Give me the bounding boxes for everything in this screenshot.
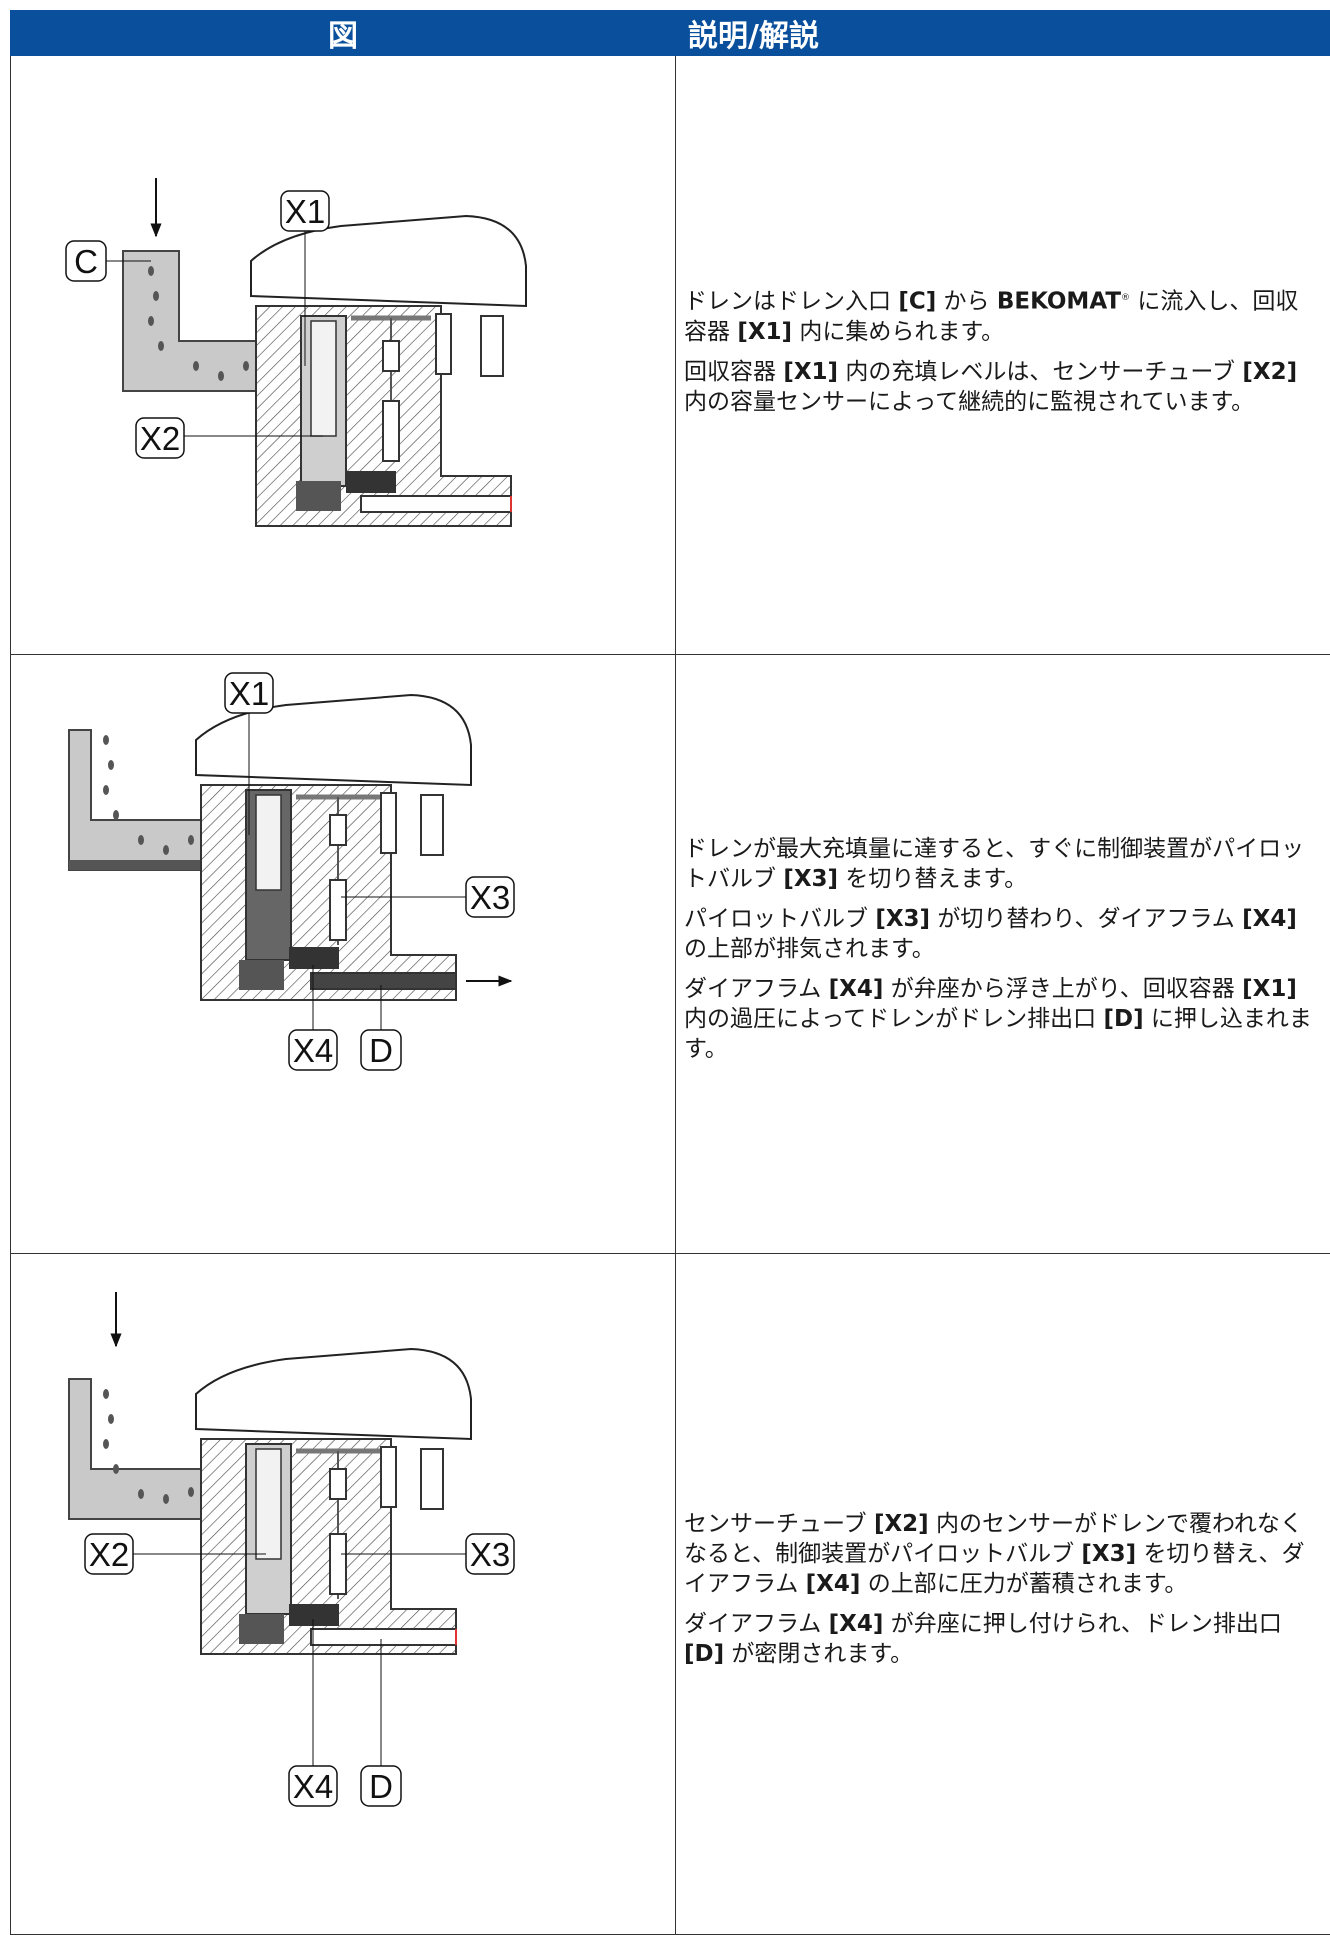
figure-cell: X1 X3 X4 D (11, 655, 676, 1254)
figure-cell: C X1 X2 (11, 56, 676, 655)
label-d: D (369, 1768, 393, 1805)
header-figure: 図 (11, 11, 676, 56)
description-cell: センサーチューブ [X2] 内のセンサーがドレンで覆われなくなると、制御装置がパ… (676, 1254, 1330, 1935)
drain-outlet (311, 973, 456, 989)
control-housing (196, 1349, 471, 1439)
table-row: X2 X3 X4 D センサーチューブ [X2] 内のセンサーがドレンで覆われな… (11, 1254, 1330, 1935)
description-paragraph: 回収容器 [X1] 内の充填レベルは、センサーチューブ [X2] 内の容量センサ… (684, 357, 1320, 417)
table-header-row: 図 説明/解説 (11, 11, 1330, 56)
description-paragraph: ドレンが最大充填量に達すると、すぐに制御装置がパイロットバルブ [X3] を切り… (684, 834, 1320, 894)
label-d: D (369, 1032, 393, 1069)
label-x1: X1 (285, 193, 325, 230)
description-cell: ドレンはドレン入口 [C] から BEKOMAT® に流入し、回収容器 [X1]… (676, 56, 1330, 655)
description-paragraph: ダイアフラム [X4] が弁座に押し付けられ、ドレン排出口 [D] が密閉されま… (684, 1609, 1320, 1669)
label-x3: X3 (470, 1536, 510, 1573)
figure-cell: X2 X3 X4 D (11, 1254, 676, 1935)
diaphragm (289, 947, 339, 969)
pilot-valve (383, 341, 399, 371)
label-c: C (74, 243, 98, 280)
diaphragm (346, 471, 396, 493)
diaphragm (289, 1604, 339, 1626)
description-paragraph: パイロットバルブ [X3] が切り替わり、ダイアフラム [X4] の上部が排気さ… (684, 904, 1320, 964)
label-x3: X3 (470, 879, 510, 916)
drain-inflow-diagram: C X1 X2 (11, 56, 676, 654)
diaphragm-chamber (296, 481, 341, 511)
sensor-tube (311, 321, 336, 436)
label-x1: X1 (229, 675, 269, 712)
description-paragraph: ドレンはドレン入口 [C] から BEKOMAT® に流入し、回収容器 [X1]… (684, 283, 1320, 347)
drain-outlet (361, 496, 511, 512)
drain-outlet (311, 1629, 456, 1645)
pilot-valve (330, 1469, 346, 1499)
table-row: X1 X3 X4 D ドレンが最大充填量に達すると、すぐに制御装置がパイロットバ… (11, 655, 1330, 1254)
pilot-valve (330, 815, 346, 845)
header-description: 説明/解説 (676, 11, 1330, 56)
label-x4: X4 (293, 1032, 333, 1069)
sensor-tube (256, 1449, 281, 1559)
label-x2: X2 (89, 1536, 129, 1573)
sensor-tube (256, 795, 281, 890)
drain-discharge-diagram: X1 X3 X4 D (11, 655, 676, 1253)
table-row: C X1 X2 ドレンはドレン入口 [C] から BEKOMAT® に流入し、回… (11, 56, 1330, 655)
description-cell: ドレンが最大充填量に達すると、すぐに制御装置がパイロットバルブ [X3] を切り… (676, 655, 1330, 1254)
label-x2: X2 (140, 420, 180, 457)
description-table: 図 説明/解説 (10, 10, 1330, 1935)
label-x4: X4 (293, 1768, 333, 1805)
description-paragraph: ダイアフラム [X4] が弁座から浮き上がり、回収容器 [X1] 内の過圧によっ… (684, 974, 1320, 1064)
drain-seal-diagram: X2 X3 X4 D (11, 1254, 676, 1934)
description-paragraph: センサーチューブ [X2] 内のセンサーがドレンで覆われなくなると、制御装置がパ… (684, 1509, 1320, 1599)
